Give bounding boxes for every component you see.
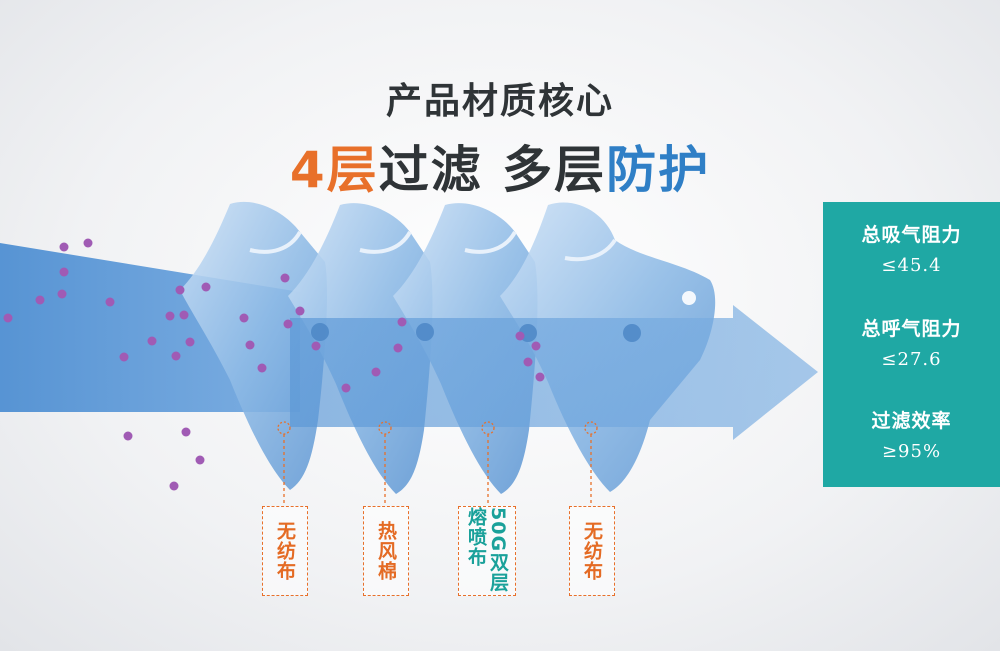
layer-label-4: 无纺布 [569,506,615,596]
layer-label-3: 50G双层熔喷布 [458,506,516,596]
layer-label-text: 无纺布 [274,521,296,581]
flow-arrow [290,305,818,440]
layer-label-text: 50G双层熔喷布 [465,507,509,593]
page-title: 产品材质核心 [385,81,614,122]
layer-label-text: 热风棉 [375,521,397,581]
metric-exhale-resistance: 总呼气阻力 ≤27.6 [823,314,1000,370]
subtitle-highlight-orange: 4层 [289,141,379,199]
layer-label-1: 无纺布 [262,506,308,596]
metric-label: 总吸气阻力 [861,224,962,246]
metric-inhale-resistance: 总吸气阻力 ≤45.4 [823,220,1000,276]
metric-filter-efficiency: 过滤效率 ≥95% [823,406,1000,462]
page-subtitle: 4层过滤 多层防护 [0,130,1000,202]
layer-label-text: 无纺布 [581,521,603,581]
particle-dots [3,238,545,491]
layer-callouts [277,421,598,506]
metric-value: ≤45.4 [881,255,942,276]
layer-label-2: 热风棉 [363,506,409,596]
metric-value: ≥95% [881,441,942,462]
metric-label: 总呼气阻力 [861,318,962,340]
metrics-panel: 总吸气阻力 ≤45.4 总呼气阻力 ≤27.6 过滤效率 ≥95% [823,202,1000,487]
metric-label: 过滤效率 [871,410,952,432]
subtitle-middle: 过滤 多层 [378,141,607,199]
metric-value: ≤27.6 [881,349,942,370]
subtitle-highlight-blue: 防护 [606,141,711,199]
